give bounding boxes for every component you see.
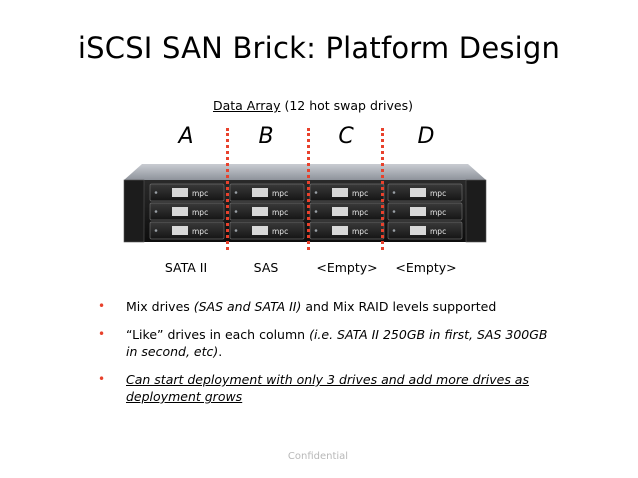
drive-bay: mpc [310, 184, 384, 201]
drive-type-a: SATA II [141, 260, 231, 275]
drive-bay-logo: mpc [430, 227, 446, 236]
drive-bay-logo: mpc [352, 189, 368, 198]
bullet-item: • Can start deployment with only 3 drive… [90, 371, 550, 405]
bullet-emphasis: (SAS and SATA II) [194, 299, 302, 314]
drive-bay: mpc [150, 184, 224, 201]
column-label-d: D [406, 124, 446, 149]
drive-bay-logo: mpc [192, 208, 208, 217]
slide-title: iSCSI SAN Brick: Platform Design [0, 31, 638, 65]
drive-bay-logo: mpc [272, 208, 288, 217]
drive-bay: mpc [388, 184, 462, 201]
drive-bay: mpc [310, 203, 384, 220]
column-label-a: A [166, 124, 206, 149]
data-array-label: Data Array [213, 98, 281, 113]
drive-bay: mpc [230, 222, 304, 239]
bullet-item: • Mix drives (SAS and SATA II) and Mix R… [90, 298, 550, 315]
drive-bay: mpc [230, 184, 304, 201]
data-array-count: (12 hot swap drives) [280, 98, 413, 113]
column-divider-cd [381, 128, 384, 250]
bullet-emphasis: Can start deployment with only 3 drives … [126, 372, 529, 404]
drive-type-b: SAS [221, 260, 311, 275]
drive-bay: mpc [388, 203, 462, 220]
drive-bay-logo: mpc [192, 189, 208, 198]
bullet-marker: • [98, 298, 105, 315]
bullet-text: Mix drives [126, 299, 194, 314]
column-label-c: C [326, 124, 366, 149]
bullet-list: • Mix drives (SAS and SATA II) and Mix R… [90, 298, 550, 416]
confidential-footer: Confidential [0, 451, 636, 462]
data-array-caption: Data Array (12 hot swap drives) [0, 98, 626, 113]
bullet-text: . [218, 344, 222, 359]
drive-bay-logo: mpc [272, 227, 288, 236]
drive-bay-logo: mpc [192, 227, 208, 236]
drive-bay-logo: mpc [430, 208, 446, 217]
bullet-marker: • [98, 326, 105, 343]
bullet-text: “Like” drives in each column [126, 327, 309, 342]
column-divider-bc [307, 128, 310, 250]
bullet-item: • “Like” drives in each column (i.e. SAT… [90, 326, 550, 360]
drive-bay-logo: mpc [430, 189, 446, 198]
storage-server-image: mpc mpc mpc mpc mpc mpc mpc mpc mpc mpc mpc mpc [120, 150, 490, 250]
bullet-text: and Mix RAID levels supported [301, 299, 496, 314]
bullet-marker: • [98, 371, 105, 388]
drive-bay: mpc [388, 222, 462, 239]
drive-bay-logo: mpc [352, 227, 368, 236]
drive-bay-logo: mpc [352, 208, 368, 217]
drive-bay: mpc [150, 203, 224, 220]
drive-bay-logo: mpc [272, 189, 288, 198]
column-divider-ab [226, 128, 229, 250]
drive-type-c: <Empty> [302, 260, 392, 275]
drive-type-d: <Empty> [381, 260, 471, 275]
column-label-b: B [246, 124, 286, 149]
drive-bay: mpc [230, 203, 304, 220]
drive-bay: mpc [310, 222, 384, 239]
drive-bay: mpc [150, 222, 224, 239]
